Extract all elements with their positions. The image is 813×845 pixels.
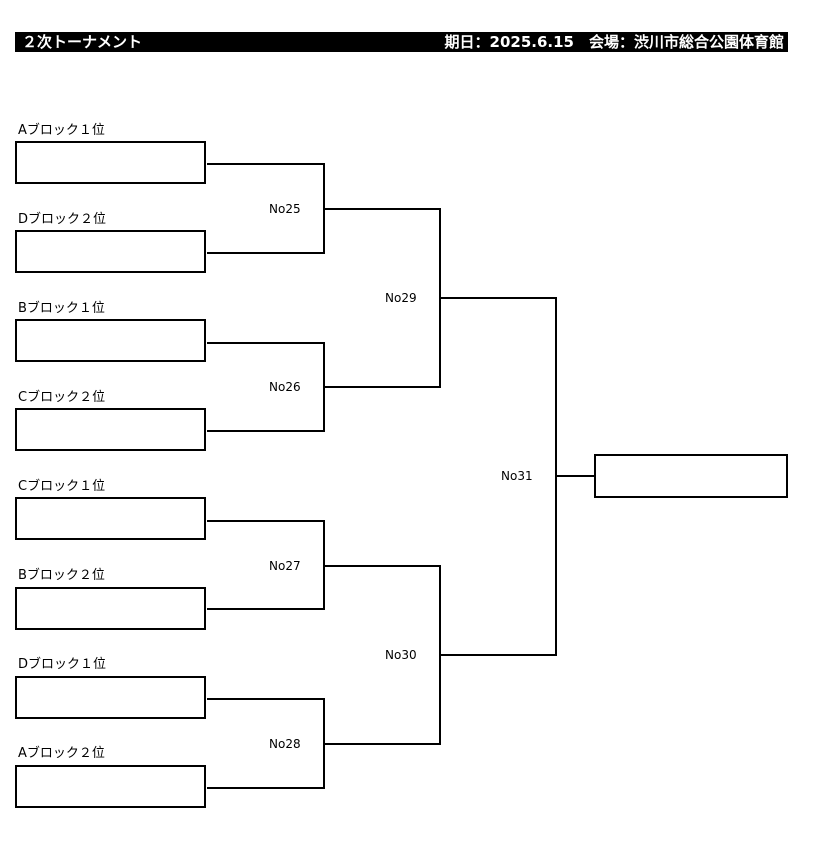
winner-box[interactable] (594, 454, 788, 498)
slot-label: Bブロック２位 (18, 568, 105, 583)
slot-label: Bブロック１位 (18, 301, 105, 316)
match-label-no30: No30 (385, 648, 417, 662)
tournament-title: ２次トーナメント (22, 33, 143, 51)
slot-box[interactable] (15, 230, 206, 273)
match-label-no31: No31 (501, 469, 533, 483)
slot-box[interactable] (15, 676, 206, 719)
bracket-line-no27 (207, 520, 325, 610)
slot-label: Cブロック１位 (18, 479, 106, 494)
match-label-no25: No25 (269, 202, 301, 216)
event-info: 期日：2025.6.15 会場：渋川市総合公園体育館 (444, 33, 784, 51)
slot-label: Aブロック１位 (18, 123, 105, 138)
slot-box[interactable] (15, 587, 206, 630)
bracket-line-no28 (207, 698, 325, 789)
slot-label: Dブロック２位 (18, 212, 107, 227)
slot-box[interactable] (15, 141, 206, 184)
match-label-no28: No28 (269, 737, 301, 751)
slot-box[interactable] (15, 408, 206, 451)
match-label-no29: No29 (385, 291, 417, 305)
match-label-no27: No27 (269, 559, 301, 573)
slot-box[interactable] (15, 765, 206, 808)
bracket-line-no25 (207, 163, 325, 254)
bracket-line-no26 (207, 342, 325, 432)
header-bar: ２次トーナメント 期日：2025.6.15 会場：渋川市総合公園体育館 (15, 32, 788, 52)
match-label-no26: No26 (269, 380, 301, 394)
slot-label: Dブロック１位 (18, 657, 107, 672)
slot-box[interactable] (15, 497, 206, 540)
slot-box[interactable] (15, 319, 206, 362)
slot-label: Aブロック２位 (18, 746, 105, 761)
slot-label: Cブロック２位 (18, 390, 106, 405)
